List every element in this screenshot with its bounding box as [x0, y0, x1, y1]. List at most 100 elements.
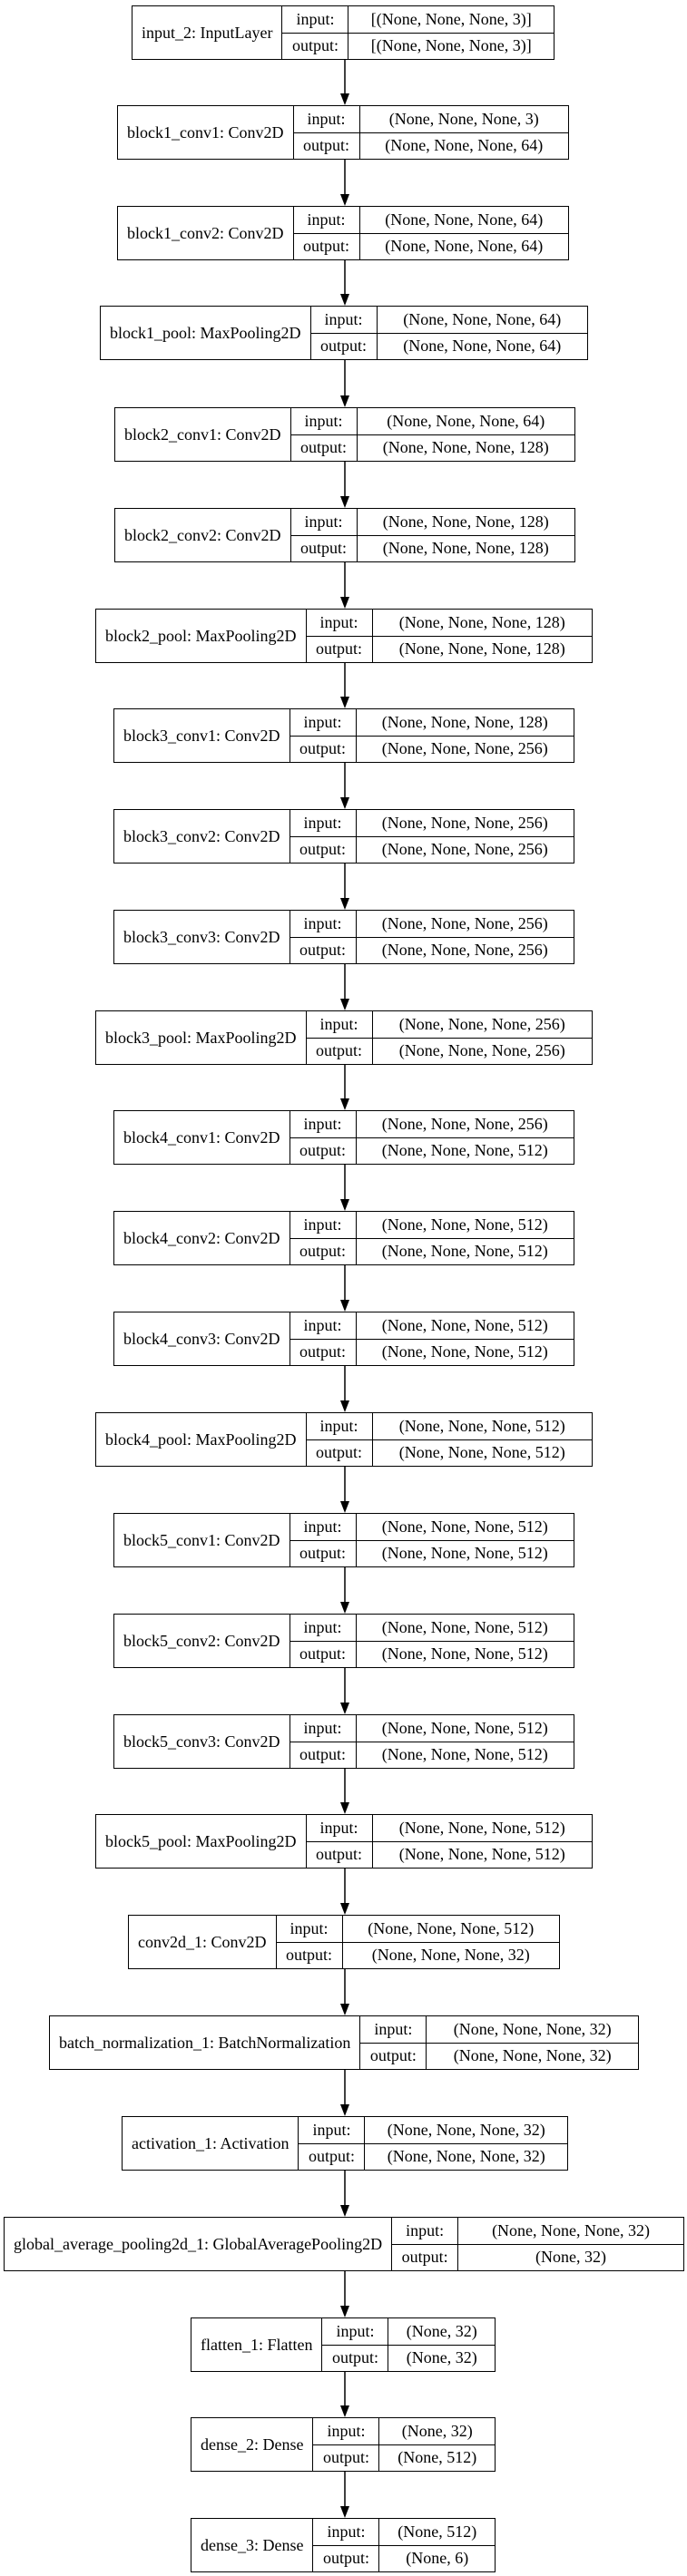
input-label: input: [307, 1011, 373, 1038]
edge-arrowhead [340, 395, 349, 407]
input-shape: (None, None, None, 128) [382, 512, 549, 531]
layer-node-batch-normalization-1: batch_normalization_1: BatchNormalizatio… [49, 2015, 639, 2070]
layer-io-table: input:(None, None, None, 512)output:(Non… [290, 1312, 574, 1365]
input-label: input: [291, 408, 358, 434]
layer-name: block1_conv1: Conv2D [118, 106, 294, 159]
input-label: input: [291, 509, 358, 535]
input-label: input: [282, 6, 349, 33]
input-shape: (None, None, None, 256) [381, 1114, 548, 1133]
input-shape: (None, None, None, 256) [398, 1014, 565, 1033]
output-label: output: [307, 636, 373, 662]
layer-io-table: input: (None, None, None, 128) output:(Non… [290, 509, 574, 561]
output-label: output: [307, 1038, 373, 1064]
output-row: output:(None, None, None, 128) [290, 534, 574, 561]
edge-arrowhead [340, 1098, 349, 1110]
output-shape: (None, None, None, 256) [398, 1041, 565, 1060]
output-label: output: [290, 1742, 357, 1768]
layer-name: block1_pool: MaxPooling2D [101, 307, 311, 359]
input-row: input: (None, None, None, 256) [307, 1011, 593, 1038]
output-shape: (None, None, None, 512) [398, 1443, 565, 1462]
input-label: input: [313, 2418, 380, 2444]
input-row: input:(None, None, None, 32) [299, 2117, 567, 2143]
output-label: output: [290, 1339, 357, 1365]
output-shape: (None, 32) [406, 2348, 477, 2367]
output-row: output:(None, 512) [313, 2444, 495, 2471]
output-shape: (None, None, None, 32) [371, 1946, 530, 1965]
layer-io-table: input:(None, None, None, 128)output:(Non… [290, 709, 574, 762]
input-label: input: [307, 1413, 373, 1439]
layer-name: block4_conv2: Conv2D [114, 1212, 290, 1264]
output-row: output:(None, None, None, 512) [306, 1439, 592, 1466]
input-shape: (None, None, None, 128) [381, 712, 548, 731]
output-label: output: [291, 535, 358, 561]
input-row: input:(None, None, None, 64) [294, 207, 569, 233]
layer-name: activation_1: Activation [123, 2117, 299, 2170]
output-label: output: [291, 434, 358, 461]
layer-io-table: input:(None, None, None, 64)output:(None… [293, 207, 569, 259]
output-row: output:(None, None, None, 512) [290, 1137, 574, 1164]
layer-io-table: input:(None, None, None, 512)output:(Non… [276, 1916, 559, 1968]
input-label: input: [294, 106, 360, 132]
edge-arrowhead [340, 898, 349, 910]
input-row: input:(None, None, None, 512) [290, 1715, 574, 1742]
output-row: output:(None, None, None, 32) [360, 2042, 638, 2069]
layer-io-table: input: (None, None, None, 256) output: (Non… [306, 1011, 593, 1064]
input-shape: (None, None, None, 3) [388, 109, 539, 128]
layer-io-table: input:(None, None, None, 32)output:(None… [392, 2218, 683, 2270]
input-row: input:(None, None, None, 256) [290, 911, 574, 937]
output-shape: [(None, None, None, 3)] [370, 36, 532, 55]
output-row: output: (None, None, None, 256) [306, 1037, 592, 1064]
edge-arrowhead [340, 1802, 349, 1814]
input-row: input:(None, 512) [313, 2519, 495, 2545]
edge-arrowhead [340, 2405, 349, 2417]
output-label: output: [307, 1841, 373, 1868]
layer-io-table: input:(None, None, None, 512)output: (Non… [306, 1815, 593, 1868]
edge-arrowhead [340, 2506, 349, 2518]
edge-arrowhead [340, 2306, 349, 2317]
edge-arrowhead [340, 697, 349, 708]
input-row: input:(None, None, None, 32) [360, 2016, 638, 2043]
input-row: input:(None, None, None, 512) [307, 1815, 593, 1841]
input-row: input: (None, None, None, 3) [294, 106, 569, 132]
output-shape: (None, 32) [535, 2248, 607, 2267]
input-row: input:(None, None, None, 512) [307, 1413, 593, 1439]
layer-name: flatten_1: Flatten [191, 2318, 323, 2371]
input-row: input:(None, None, None, 128) [307, 610, 593, 636]
output-shape: (None, None, None, 64) [385, 136, 544, 155]
output-row: output:(None, None, None, 64) [293, 132, 568, 159]
output-shape: (None, None, None, 512) [381, 1342, 548, 1361]
output-shape: (None, None, None, 512) [398, 1845, 565, 1864]
output-row: output:(None, 32) [392, 2243, 683, 2270]
input-label: input: [290, 1615, 357, 1641]
input-label: input: [290, 1212, 357, 1238]
input-shape: (None, 32) [406, 2321, 477, 2340]
input-label: input: [290, 1715, 357, 1742]
output-row: output:(None, None, None, 32) [299, 2142, 567, 2170]
output-row: output:(None, None, None, 256) [290, 936, 574, 963]
output-label: output: [290, 1641, 357, 1667]
layer-name: block4_pool: MaxPooling2D [96, 1413, 307, 1466]
input-row: input:(None, None, None, 128) [290, 709, 574, 736]
edge-arrowhead [340, 2205, 349, 2217]
layer-io-table: input:(None, None, None, 256)output:(Non… [290, 1111, 574, 1164]
layer-name: dense_3: Dense [191, 2519, 314, 2571]
output-label: output: [313, 2444, 380, 2471]
edge-arrowhead [340, 1199, 349, 1211]
output-row: output:[(None, None, None, 3)] [282, 32, 554, 59]
input-row: input:(None, 32) [322, 2318, 495, 2345]
output-row: output:(None, None, None, 512) [290, 1640, 574, 1667]
input-label: input: [307, 610, 373, 636]
input-label: input: [311, 307, 378, 333]
layer-io-table: input:(None, None, None, 256)output:(Non… [290, 810, 574, 863]
